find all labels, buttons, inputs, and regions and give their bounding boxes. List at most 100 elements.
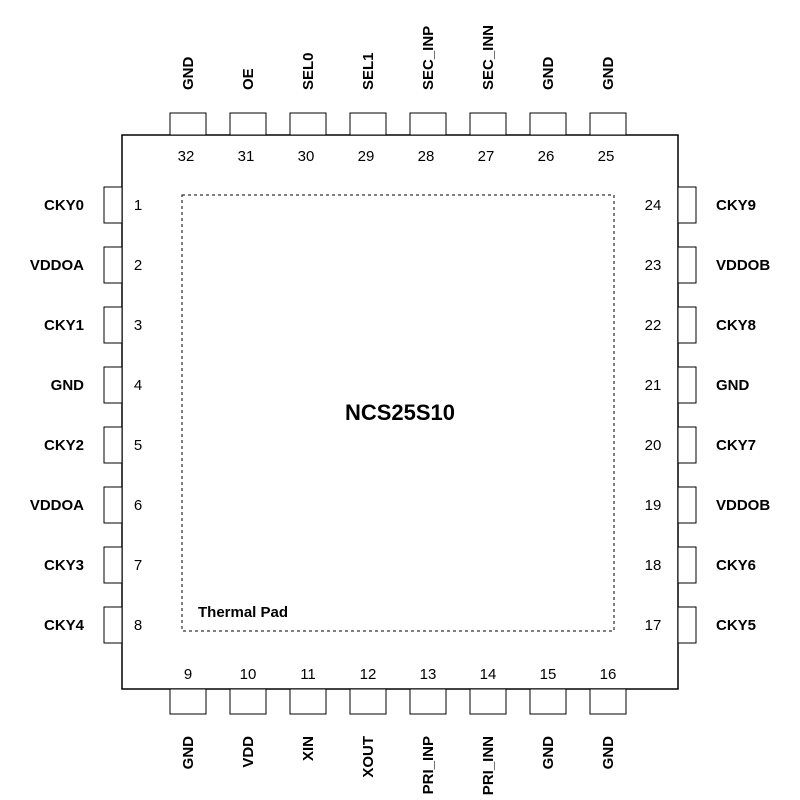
pin-label-26: GND [540, 57, 557, 91]
pin-label-2: VDDOA [30, 257, 84, 274]
pin-pad-25 [589, 112, 627, 136]
pin-number-30: 30 [298, 148, 315, 165]
pin-number-23: 23 [645, 257, 662, 274]
thermal-pad [181, 194, 615, 632]
pin-number-18: 18 [645, 557, 662, 574]
pin-label-22: CKY8 [716, 317, 756, 334]
thermal-pad-label: Thermal Pad [198, 604, 288, 621]
pin-number-1: 1 [134, 197, 142, 214]
pin-label-25: GND [600, 57, 617, 91]
pin-number-6: 6 [134, 497, 142, 514]
pin-number-10: 10 [240, 666, 257, 683]
pin-label-13: PRI_INP [420, 736, 437, 794]
pin-number-26: 26 [538, 148, 555, 165]
pin-pad-13 [409, 688, 447, 715]
pin-label-19: VDDOB [716, 497, 770, 514]
pin-label-14: PRI_INN [480, 736, 497, 795]
pin-pad-19 [677, 486, 697, 524]
pin-pad-16 [589, 688, 627, 715]
pin-label-20: CKY7 [716, 437, 756, 454]
pin-number-3: 3 [134, 317, 142, 334]
pin-label-16: GND [600, 736, 617, 770]
pin-label-10: VDD [240, 736, 257, 768]
pin-number-8: 8 [134, 617, 142, 634]
pin-pad-18 [677, 546, 697, 584]
pin-number-32: 32 [178, 148, 195, 165]
pin-label-4: GND [51, 377, 85, 394]
pin-pad-10 [229, 688, 267, 715]
pin-pad-12 [349, 688, 387, 715]
pin-label-9: GND [180, 736, 197, 770]
pin-label-21: GND [716, 377, 750, 394]
pin-number-12: 12 [360, 666, 377, 683]
pin-label-11: XIN [300, 736, 317, 761]
pin-number-4: 4 [134, 377, 142, 394]
pin-pad-9 [169, 688, 207, 715]
pin-pad-15 [529, 688, 567, 715]
pin-pad-4 [103, 366, 123, 404]
pin-number-21: 21 [645, 377, 662, 394]
pin-number-16: 16 [600, 666, 617, 683]
pin-pad-23 [677, 246, 697, 284]
pin-label-28: SEC_INP [420, 26, 437, 90]
pin-pad-28 [409, 112, 447, 136]
pin-pad-21 [677, 366, 697, 404]
pin-label-30: SEL0 [300, 52, 317, 90]
pin-pad-3 [103, 306, 123, 344]
pin-label-7: CKY3 [44, 557, 84, 574]
pin-pad-5 [103, 426, 123, 464]
pin-pad-31 [229, 112, 267, 136]
pin-pad-14 [469, 688, 507, 715]
pin-pad-24 [677, 186, 697, 224]
pin-label-15: GND [540, 736, 557, 770]
pin-label-29: SEL1 [360, 52, 377, 90]
chip-name: NCS25S10 [345, 400, 455, 425]
pin-number-5: 5 [134, 437, 142, 454]
pin-number-29: 29 [358, 148, 375, 165]
pin-number-14: 14 [480, 666, 497, 683]
chip-body [121, 134, 679, 690]
pin-number-25: 25 [598, 148, 615, 165]
pin-number-28: 28 [418, 148, 435, 165]
pin-number-11: 11 [300, 666, 316, 683]
pin-number-31: 31 [238, 148, 255, 165]
pin-pad-26 [529, 112, 567, 136]
pin-label-17: CKY5 [716, 617, 756, 634]
pin-number-15: 15 [540, 666, 557, 683]
pin-label-31: OE [240, 68, 257, 90]
pin-label-12: XOUT [360, 736, 377, 778]
pin-pad-27 [469, 112, 507, 136]
pin-label-27: SEC_INN [480, 25, 497, 90]
pin-label-23: VDDOB [716, 257, 770, 274]
pin-pad-8 [103, 606, 123, 644]
pin-group: 1CKY02VDDOA3CKY14GND5CKY26VDDOA7CKY38CKY… [30, 25, 771, 795]
pin-label-1: CKY0 [44, 197, 84, 214]
pin-number-27: 27 [478, 148, 495, 165]
pin-pad-7 [103, 546, 123, 584]
pin-label-24: CKY9 [716, 197, 756, 214]
pin-number-20: 20 [645, 437, 662, 454]
pin-number-17: 17 [645, 617, 662, 634]
pin-label-5: CKY2 [44, 437, 84, 454]
pin-pad-30 [289, 112, 327, 136]
pin-pad-20 [677, 426, 697, 464]
pin-pad-17 [677, 606, 697, 644]
pin-number-22: 22 [645, 317, 662, 334]
pin-label-6: VDDOA [30, 497, 84, 514]
pin-number-13: 13 [420, 666, 437, 683]
pin-pad-22 [677, 306, 697, 344]
pin-pad-6 [103, 486, 123, 524]
pin-number-19: 19 [645, 497, 662, 514]
pin-number-9: 9 [184, 666, 192, 683]
pin-number-7: 7 [134, 557, 142, 574]
pin-pad-29 [349, 112, 387, 136]
pin-pad-1 [103, 186, 123, 224]
pin-label-32: GND [180, 57, 197, 91]
pin-pad-2 [103, 246, 123, 284]
pin-pad-32 [169, 112, 207, 136]
pin-label-18: CKY6 [716, 557, 756, 574]
pin-label-3: CKY1 [44, 317, 84, 334]
pin-label-8: CKY4 [44, 617, 85, 634]
pin-pad-11 [289, 688, 327, 715]
